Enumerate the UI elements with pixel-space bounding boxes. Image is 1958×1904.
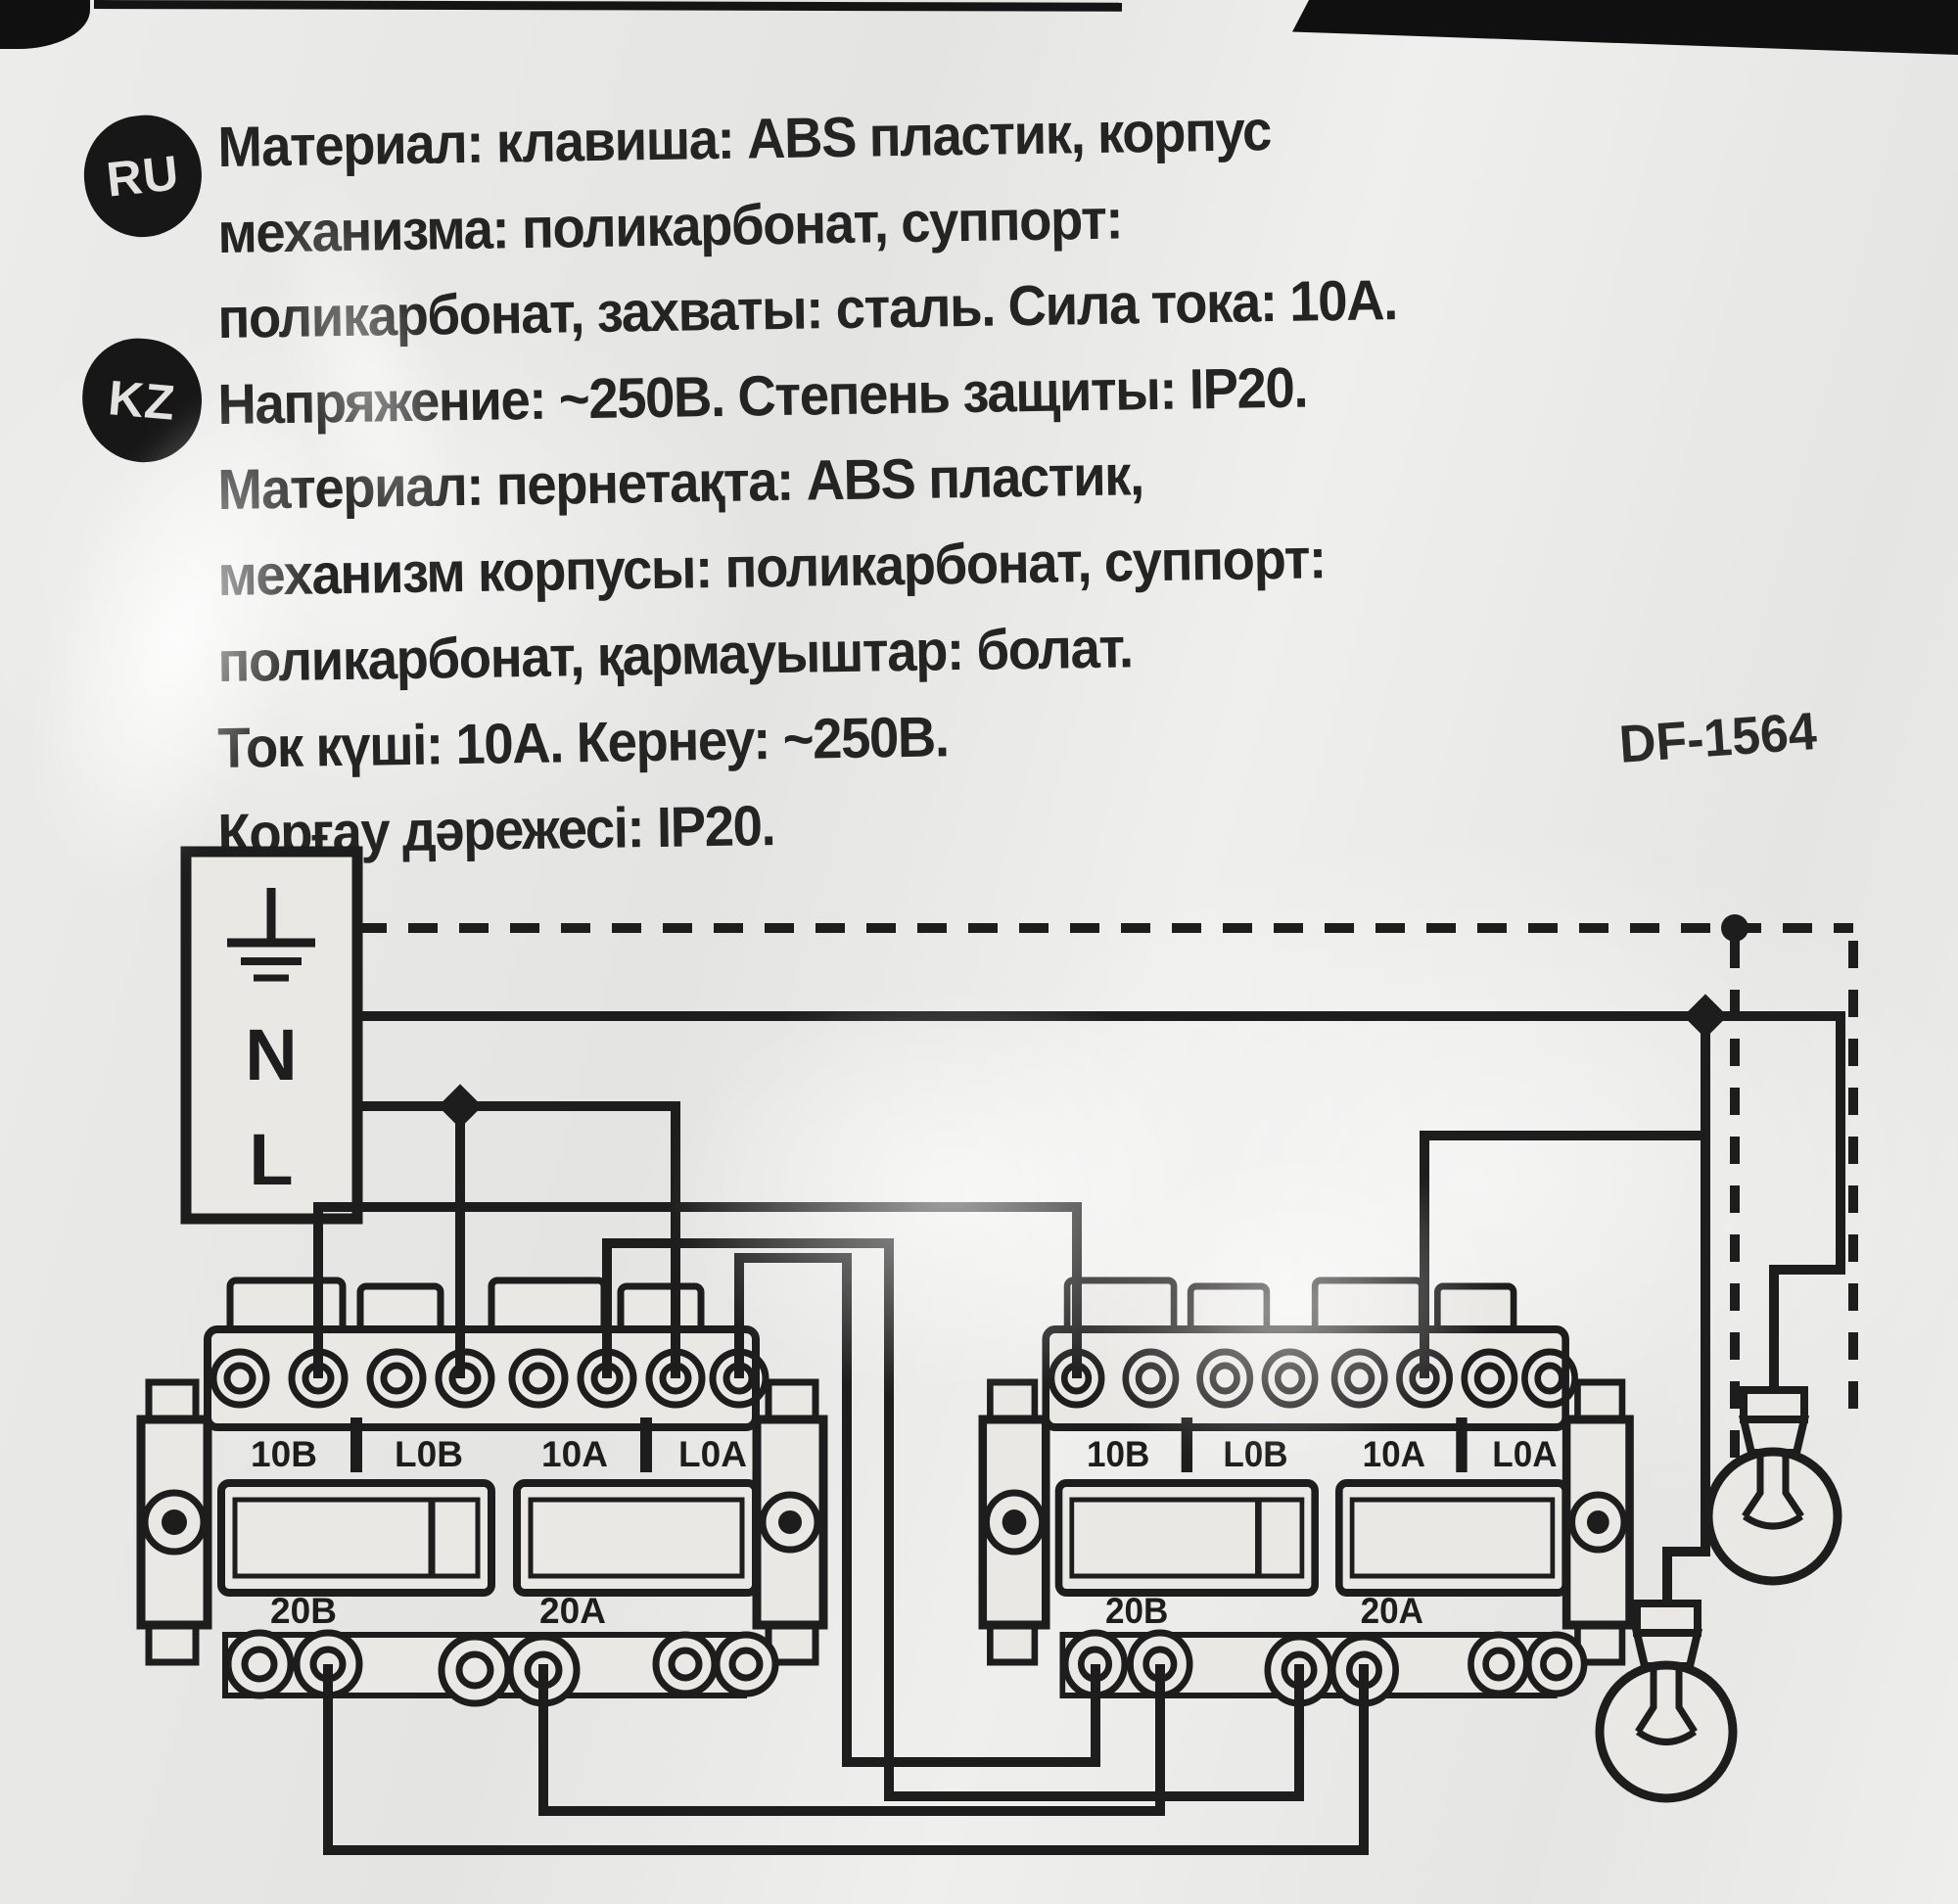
junction-diamond-neutral xyxy=(1683,994,1728,1039)
ru-language-badge: RU xyxy=(77,110,209,243)
ru-spec-line: механизма: поликарбонат, суппорт: xyxy=(216,187,1123,265)
left-terminal-label-20b: 20B xyxy=(270,1591,337,1631)
neutral-wire xyxy=(357,1011,1845,1395)
traveler-wire-2 xyxy=(602,1238,1304,1801)
junction-diamond-line xyxy=(438,1084,483,1129)
junction-dot xyxy=(1721,914,1748,942)
right-terminal-label-10a: 10A xyxy=(1363,1433,1425,1474)
wiring-diagram: N L 10B L0B 10A L0A 20B 20A 10B L0B 10A … xyxy=(0,846,1858,1855)
source-box: N L xyxy=(180,846,363,1225)
ru-spec-line: Материал: клавиша: ABS пластик, корпус xyxy=(216,99,1272,179)
right-terminal-label-10b: 10B xyxy=(1087,1433,1149,1474)
switch-module-left xyxy=(141,1280,823,1703)
left-terminal-label-10b: 10B xyxy=(251,1434,317,1474)
right-terminal-label-20b: 20B xyxy=(1105,1590,1168,1631)
bag-edge-top-right xyxy=(1292,0,1958,55)
right-terminal-label-20a: 20A xyxy=(1361,1590,1423,1631)
ru-spec-line: поликарбонат, захваты: сталь. Сила тока:… xyxy=(216,268,1398,350)
ru-spec-line: Напряжение: ~250В. Степень защиты: IP20. xyxy=(216,355,1308,437)
kz-spec-line: Материал: пернетақта: ABS пластик, xyxy=(216,443,1144,522)
right-terminal-label-l0a: L0A xyxy=(1492,1433,1557,1474)
bottom-wire-2 xyxy=(323,1664,1369,1855)
right-terminal-label-l0b: L0B xyxy=(1223,1433,1287,1474)
kz-language-badge: KZ xyxy=(76,333,208,468)
left-terminal-label-l0b: L0B xyxy=(395,1434,463,1474)
bottom-wire-1 xyxy=(538,1664,1165,1816)
kz-spec-line: механизм корпусы: поликарбонат, суппорт: xyxy=(216,527,1327,608)
left-terminal-label-10a: 10A xyxy=(541,1434,608,1474)
light-bulb-icon xyxy=(1595,1600,1738,1803)
light-bulb-icon xyxy=(1703,1386,1842,1586)
line-label: L xyxy=(249,1119,293,1200)
neutral-label: N xyxy=(245,1014,297,1095)
left-terminal-label-l0a: L0A xyxy=(678,1434,747,1474)
bag-edge-top xyxy=(93,0,1122,12)
bag-edge-top-left xyxy=(0,0,90,49)
left-terminal-label-20a: 20A xyxy=(539,1591,606,1631)
